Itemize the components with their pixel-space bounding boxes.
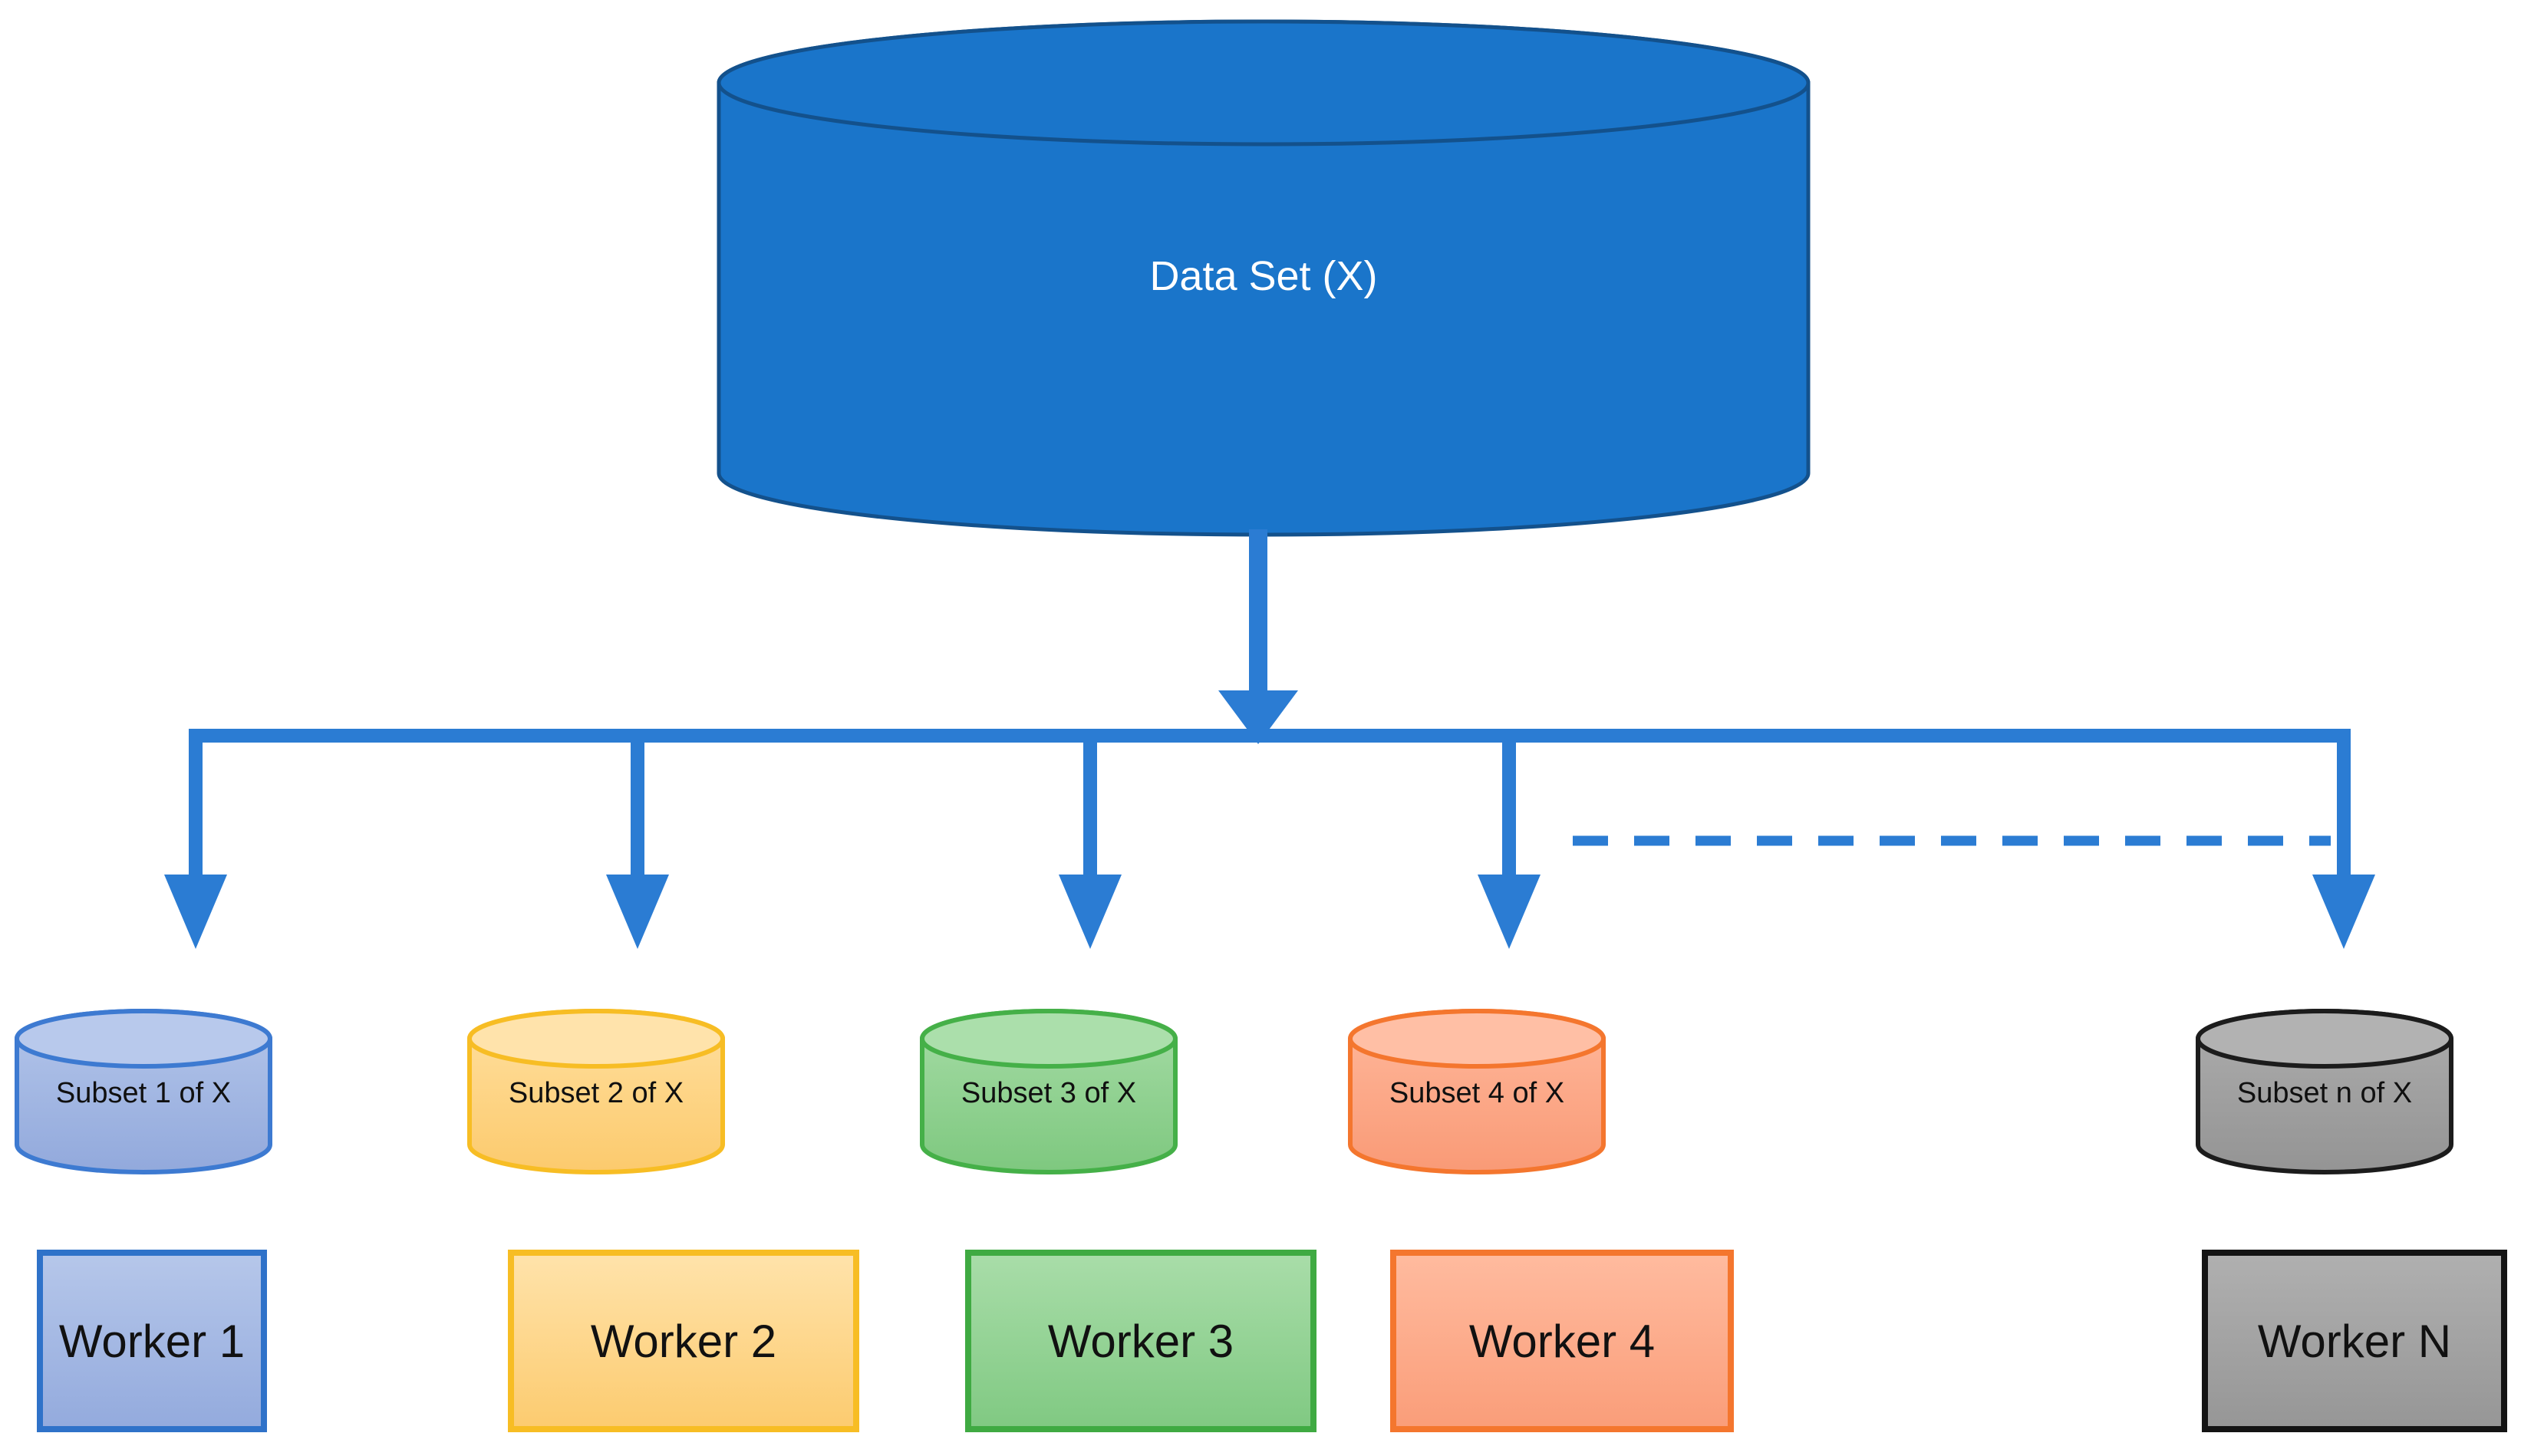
subset-cylinder-n (2196, 1009, 2453, 1174)
subset-cylinder-1 (15, 1009, 272, 1174)
main-data-store-cylinder (717, 19, 1811, 537)
subset-cylinder-2 (467, 1009, 725, 1174)
subset-cylinder-3 (920, 1009, 1178, 1174)
subset-cylinder-4 (1348, 1009, 1606, 1174)
branch-arrow-2 (606, 729, 669, 949)
worker-box-3 (965, 1250, 1316, 1432)
branch-arrow-4 (1478, 729, 1541, 949)
worker-box-4 (1390, 1250, 1734, 1432)
main-to-bus-arrow (1218, 529, 1298, 744)
worker-box-n (2202, 1250, 2507, 1432)
branch-arrow-3 (1059, 729, 1122, 949)
distribution-bus-bar (189, 729, 2351, 743)
branch-arrow-1 (164, 729, 227, 949)
branch-arrow-n (2312, 729, 2375, 949)
worker-box-2 (508, 1250, 859, 1432)
worker-box-1 (37, 1250, 267, 1432)
